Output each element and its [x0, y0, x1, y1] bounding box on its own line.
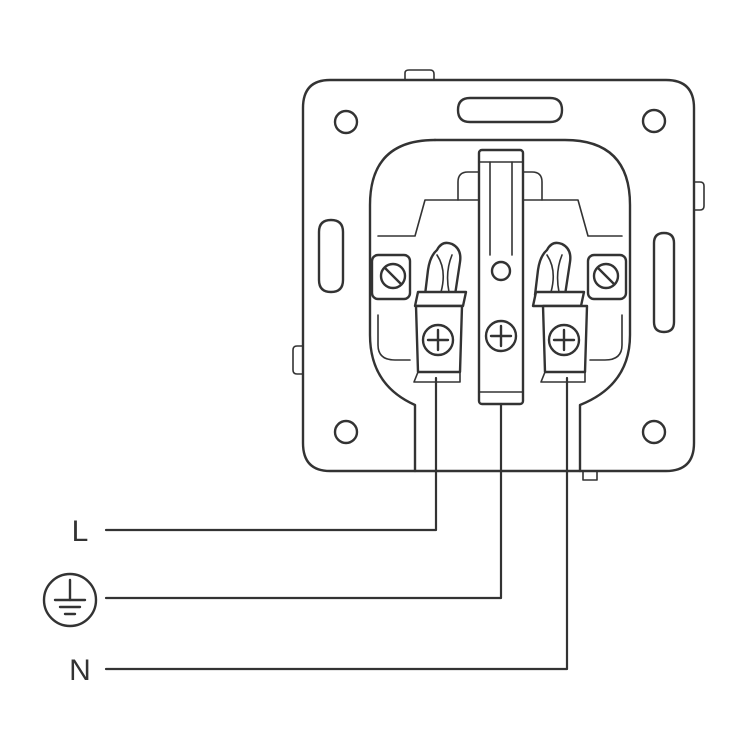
earth-rail: [477, 148, 525, 406]
label-neutral: N: [69, 654, 91, 687]
side-screw-right: [586, 253, 628, 301]
label-live: L: [72, 515, 89, 548]
socket-body: [368, 138, 632, 473]
side-screw-left: [370, 253, 412, 301]
mounting-plate: [292, 69, 705, 481]
earth-ground-icon: [42, 572, 98, 628]
terminal-neutral: [531, 241, 589, 383]
wire-earth: [104, 402, 503, 600]
wire-live: [104, 376, 438, 532]
wire-neutral: [104, 376, 569, 671]
terminal-live: [413, 241, 468, 383]
